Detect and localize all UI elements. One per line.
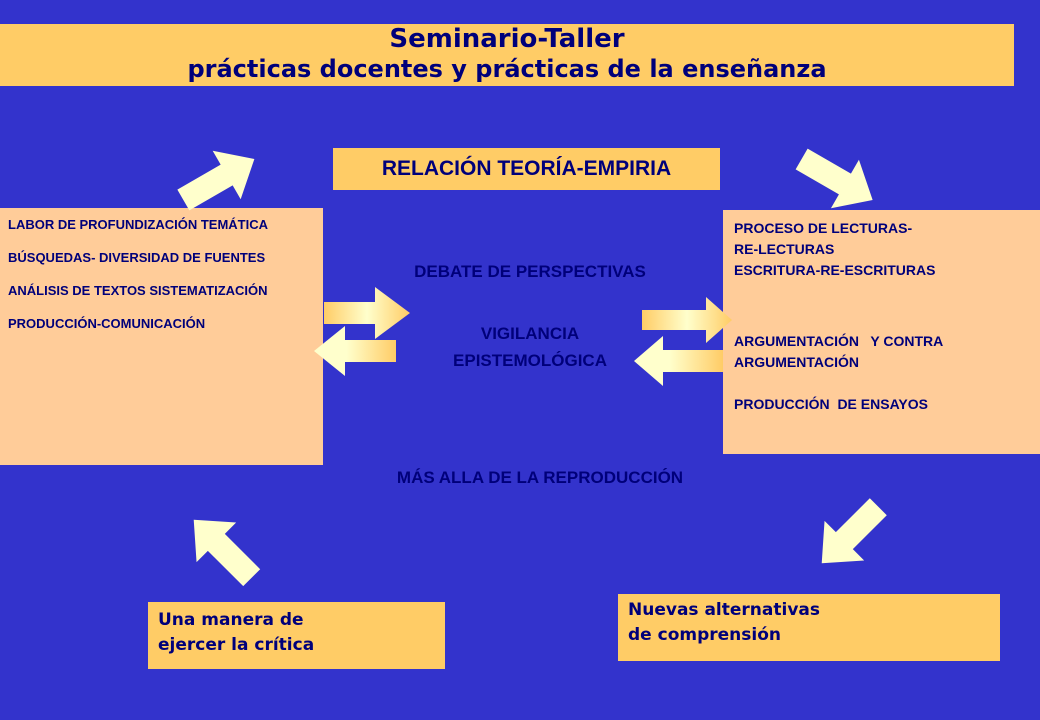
- title-sub: prácticas docentes y prácticas de la ens…: [187, 55, 827, 83]
- bottom-left-box: Una manera de ejercer la crítica: [148, 602, 445, 669]
- arrow-left-icon: [634, 336, 723, 386]
- vigilancia-text: VIGILANCIA EPISTEMOLÓGICA: [380, 320, 680, 374]
- bottom-right-line-2: de comprensión: [628, 625, 781, 645]
- arrow-up-left-icon: [193, 519, 261, 587]
- debate-text: DEBATE DE PERSPECTIVAS: [414, 262, 646, 281]
- bottom-left-line-2: ejercer la crítica: [158, 635, 315, 655]
- arrow-up-right-icon: [177, 150, 255, 211]
- right-line-5: ARGUMENTACIÓN: [734, 354, 859, 370]
- arrow-right-icon: [642, 297, 732, 343]
- right-line-3: ESCRITURA-RE-ESCRITURAS: [734, 262, 936, 278]
- vigilancia-line-2: EPISTEMOLÓGICA: [453, 351, 607, 370]
- arrow-down-right-icon: [795, 148, 873, 209]
- arrow-right-icon: [324, 287, 410, 339]
- right-line-4: ARGUMENTACIÓN Y CONTRA: [734, 333, 944, 349]
- bottom-right-box: Nuevas alternativas de comprensión: [618, 594, 1000, 661]
- title-banner: Seminario-Taller prácticas docentes y pr…: [0, 24, 1014, 86]
- left-item-3: ANÁLISIS DE TEXTOS SISTEMATIZACIÓN: [8, 283, 268, 298]
- left-item-1: LABOR DE PROFUNDIZACIÓN TEMÁTICA: [8, 217, 268, 232]
- bottom-left-line-1: Una manera de: [158, 610, 304, 630]
- center-title: RELACIÓN TEORÍA-EMPIRIA: [333, 148, 720, 190]
- left-box: LABOR DE PROFUNDIZACIÓN TEMÁTICA BÚSQUED…: [0, 208, 323, 465]
- mas-alla-text: MÁS ALLA DE LA REPRODUCCIÓN: [396, 468, 684, 487]
- right-box: PROCESO DE LECTURAS- RE-LECTURAS ESCRITU…: [723, 210, 1040, 454]
- right-line-2: RE-LECTURAS: [734, 241, 835, 257]
- right-line-6: PRODUCCIÓN DE ENSAYOS: [734, 396, 928, 412]
- left-item-2: BÚSQUEDAS- DIVERSIDAD DE FUENTES: [8, 250, 266, 265]
- left-item-4: PRODUCCIÓN-COMUNICACIÓN: [8, 316, 206, 331]
- bottom-right-line-1: Nuevas alternativas: [628, 600, 820, 620]
- vigilancia-line-1: VIGILANCIA: [480, 324, 580, 343]
- arrow-left-icon: [314, 326, 396, 376]
- arrow-down-left-icon: [821, 498, 887, 564]
- title-main: Seminario-Taller: [389, 24, 625, 54]
- right-line-1: PROCESO DE LECTURAS-: [734, 220, 913, 236]
